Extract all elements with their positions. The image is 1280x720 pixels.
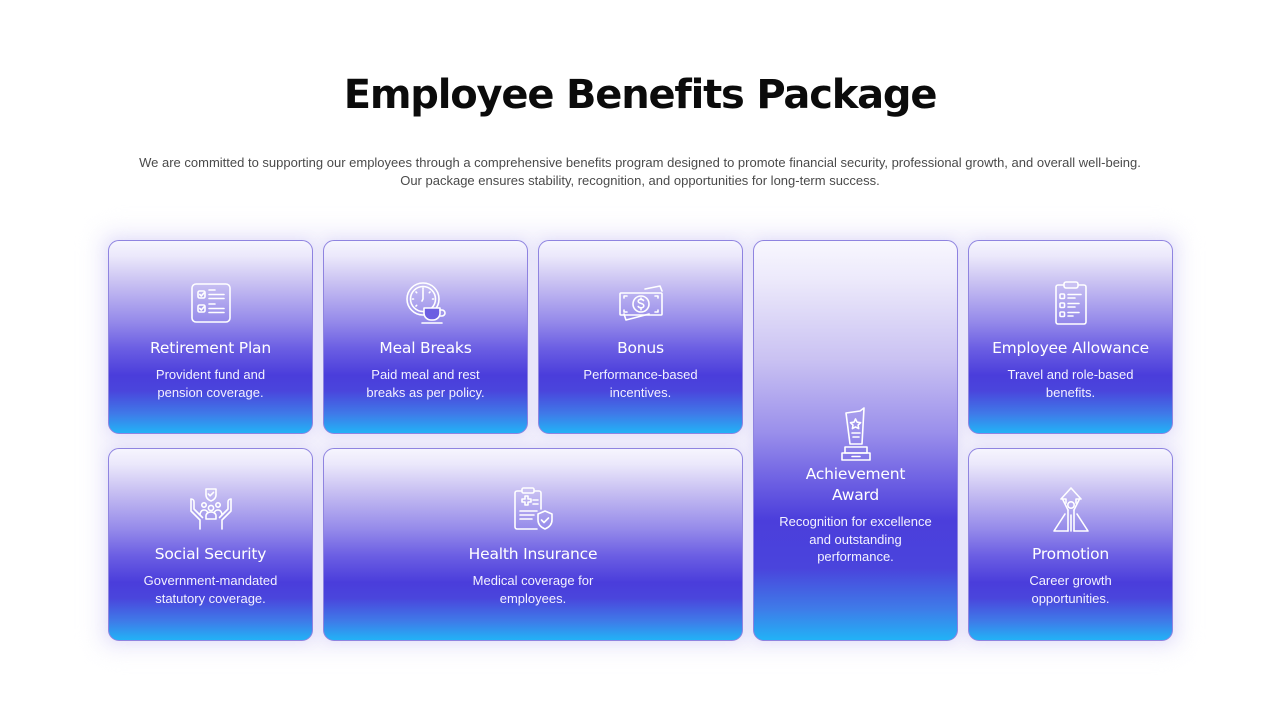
card-title: Retirement Plan: [149, 339, 271, 357]
card-description: Provident fund and pension coverage.: [156, 366, 265, 401]
card-description: Performance-based incentives.: [583, 366, 697, 401]
card-title: Promotion: [1031, 545, 1110, 563]
desc-line: Performance-based: [583, 367, 698, 382]
card-bonus: Bonus Performance-based incentives.: [538, 240, 743, 434]
desc-line: and outstanding: [809, 531, 902, 547]
card-employee-allowance: Employee Allowance Travel and role-based…: [968, 240, 1173, 434]
desc-line: Medical coverage for: [472, 573, 594, 588]
desc-line: performance.: [817, 549, 894, 564]
checklist-icon: [189, 281, 233, 325]
card-promotion: Promotion Career growth opportunities.: [968, 448, 1173, 641]
desc-line: Travel and role-based: [1007, 367, 1134, 382]
card-description: Medical coverage for employees.: [473, 572, 594, 607]
title-line: Achievement: [805, 465, 906, 483]
card-social-security: Social Security Government-mandated stat…: [108, 448, 313, 641]
subtitle-line-2: Our package ensures stability, recogniti…: [400, 173, 880, 188]
card-title: Employee Allowance: [992, 339, 1149, 357]
card-achievement-award: Achievement Award Recognition for excell…: [753, 240, 958, 641]
desc-line: incentives.: [609, 384, 672, 400]
desc-line: Provident fund and: [155, 367, 266, 382]
card-title: Social Security: [154, 545, 267, 563]
card-meal-breaks: Meal Breaks Paid meal and rest breaks as…: [323, 240, 528, 434]
card-description: Career growth opportunities.: [1029, 572, 1111, 607]
clock-coffee-icon: [404, 281, 448, 325]
desc-line: benefits.: [1045, 384, 1096, 400]
card-title: Bonus: [617, 339, 664, 357]
trophy-icon: [834, 407, 878, 461]
card-health-insurance: Health Insurance Medical coverage for em…: [323, 448, 743, 641]
person-arrow-up-icon: [1049, 487, 1093, 532]
card-title: Meal Breaks: [379, 339, 472, 357]
desc-line: statutory coverage.: [155, 590, 266, 606]
desc-line: employees.: [499, 590, 567, 606]
desc-line: opportunities.: [1031, 590, 1110, 606]
title-line: Award: [831, 486, 880, 504]
desc-line: Government-mandated: [143, 573, 278, 588]
hands-family-shield-icon: [189, 487, 233, 531]
clipboard-list-icon: [1049, 281, 1093, 325]
desc-line: Paid meal and rest: [371, 367, 480, 382]
desc-line: Career growth: [1029, 573, 1112, 588]
card-retirement-plan: Retirement Plan Provident fund and pensi…: [108, 240, 313, 434]
desc-line: pension coverage.: [157, 384, 264, 400]
card-description: Recognition for excellence and outstandi…: [771, 513, 941, 566]
card-description: Government-mandated statutory coverage.: [144, 572, 278, 607]
card-description: Paid meal and rest breaks as per policy.: [366, 366, 484, 401]
subtitle-line-1: We are committed to supporting our emplo…: [139, 155, 1141, 170]
page-subtitle: We are committed to supporting our emplo…: [100, 154, 1180, 190]
medical-clipboard-shield-icon: [511, 487, 555, 531]
card-title: Achievement Award: [781, 464, 931, 506]
card-title: Health Insurance: [468, 545, 598, 563]
desc-line: Recognition for excellence: [779, 514, 932, 529]
desc-line: breaks as per policy.: [366, 384, 485, 400]
page-title: Employee Benefits Package: [343, 72, 938, 118]
card-description: Travel and role-based benefits.: [1008, 366, 1134, 401]
money-bill-icon: [618, 281, 663, 325]
